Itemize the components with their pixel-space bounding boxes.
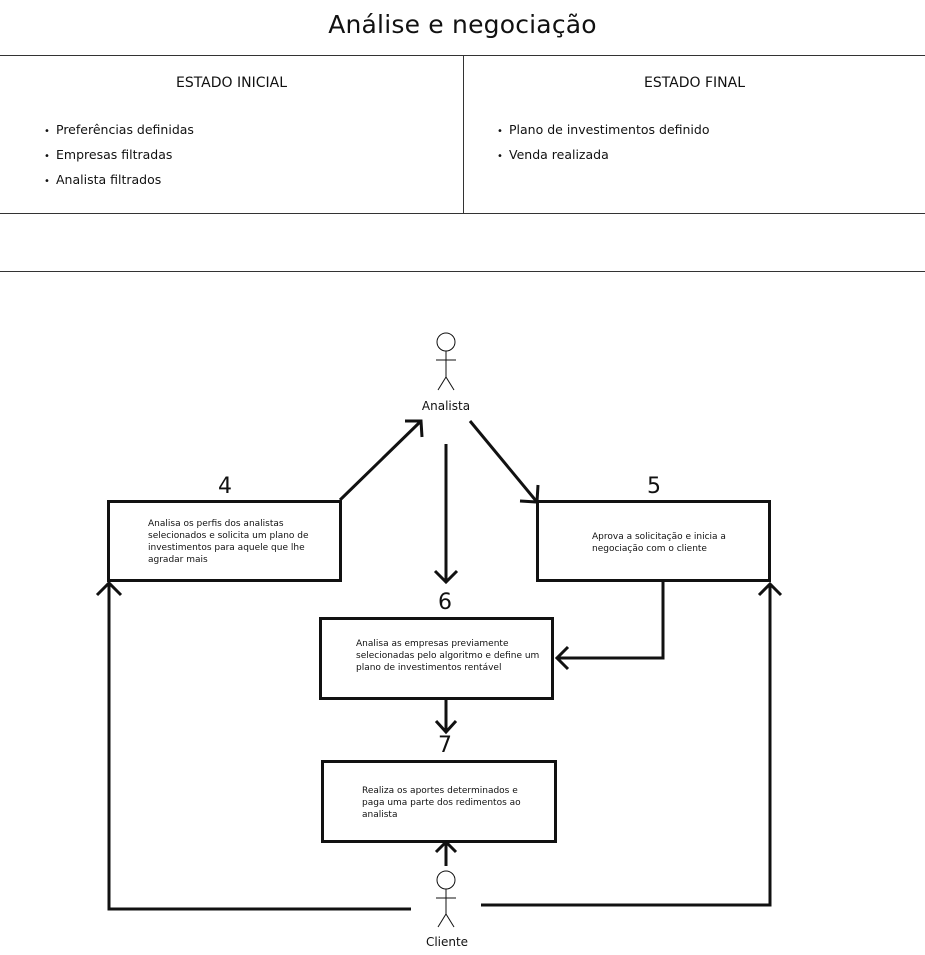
initial-state-list: •Preferências definidas •Empresas filtra… bbox=[44, 122, 194, 197]
initial-state-heading: ESTADO INICIAL bbox=[175, 75, 288, 91]
step-4-text: Analisa os perfis dos analistas selecion… bbox=[148, 519, 309, 565]
step-number-5: 5 bbox=[647, 474, 661, 499]
page-title: Análise e negociação bbox=[328, 10, 597, 39]
analyst-label: Analista bbox=[421, 399, 471, 413]
list-item: •Analista filtrados bbox=[44, 172, 162, 187]
step-number-6: 6 bbox=[438, 590, 452, 615]
list-item: •Preferências definidas bbox=[44, 122, 194, 137]
client-label: Cliente bbox=[425, 935, 469, 949]
list-item: •Plano de investimentos definido bbox=[497, 122, 710, 137]
arrow-head-client-to-step5 bbox=[757, 581, 783, 597]
step-number-7: 7 bbox=[438, 733, 452, 758]
arrow-head-analyst-to-step6 bbox=[433, 569, 459, 585]
arrow-step4-to-analyst bbox=[338, 420, 422, 502]
arrow-client-to-step5 bbox=[481, 584, 772, 907]
list-item: •Empresas filtradas bbox=[44, 147, 173, 162]
step-4-box: Analisa os perfis dos analistas selecion… bbox=[107, 500, 342, 582]
arrow-client-to-step4 bbox=[107, 584, 411, 911]
states-column-divider bbox=[463, 56, 464, 214]
arrow-head-client-to-step4 bbox=[95, 580, 123, 597]
step-number-4: 4 bbox=[218, 474, 232, 499]
header-divider bbox=[0, 55, 925, 56]
analyst-actor-icon bbox=[436, 332, 456, 391]
arrow-step5-to-step6 bbox=[557, 581, 665, 660]
arrow-head-step6-to-step7 bbox=[434, 719, 458, 735]
empty-row-divider bbox=[0, 271, 925, 272]
arrow-head-step4-to-analyst bbox=[405, 419, 424, 438]
final-state-list: •Plano de investimentos definido •Venda … bbox=[497, 122, 709, 172]
step-6-box: Analisa as empresas previamente selecion… bbox=[319, 617, 554, 700]
arrow-head-step5-to-step6 bbox=[554, 645, 570, 671]
step-5-box: Aprova a solicitação e inicia a negociaç… bbox=[536, 500, 771, 582]
client-actor-icon bbox=[436, 870, 456, 928]
states-bottom-divider bbox=[0, 213, 925, 214]
arrow-analyst-to-step5 bbox=[468, 420, 539, 503]
list-item: •Venda realizada bbox=[497, 147, 609, 162]
final-state-heading: ESTADO FINAL bbox=[643, 75, 746, 91]
step-5-text: Aprova a solicitação e inicia a negociaç… bbox=[592, 532, 726, 554]
step-7-text: Realiza os aportes determinados e paga u… bbox=[362, 786, 521, 820]
step-6-text: Analisa as empresas previamente selecion… bbox=[356, 639, 540, 673]
step-7-box: Realiza os aportes determinados e paga u… bbox=[321, 760, 557, 843]
